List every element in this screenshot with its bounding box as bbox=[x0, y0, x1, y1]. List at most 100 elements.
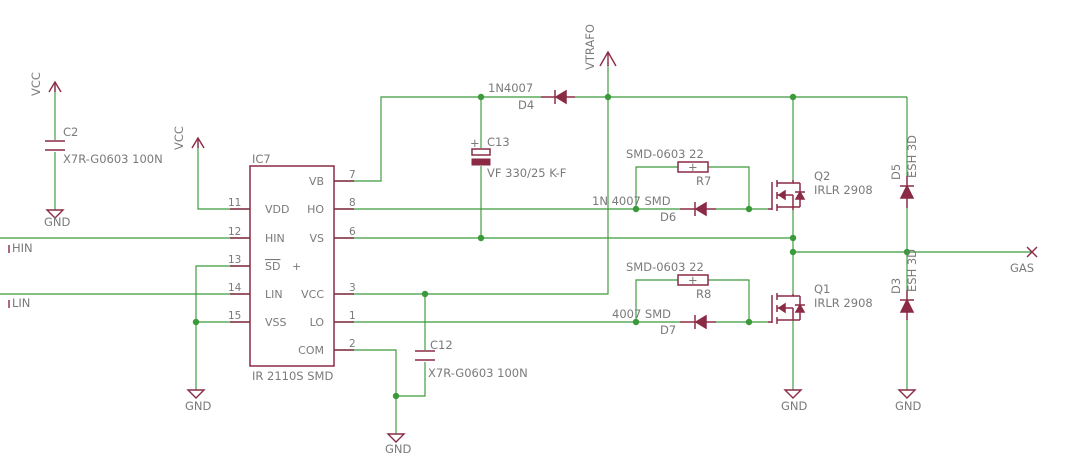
junction bbox=[745, 318, 753, 326]
pin-number: 7 bbox=[349, 169, 356, 181]
net-label-gnd: GND bbox=[185, 399, 212, 413]
pin-sd-label: SD bbox=[265, 260, 280, 273]
d3-value: ESH 3D bbox=[905, 249, 919, 292]
gnd-symbol-d3[interactable]: GND bbox=[895, 389, 922, 413]
pin-number: 6 bbox=[349, 226, 356, 238]
junction bbox=[789, 234, 797, 242]
q1-name: Q1 bbox=[814, 282, 830, 296]
net-label-vcc: VCC bbox=[29, 72, 43, 96]
wire-r7 bbox=[635, 166, 678, 209]
diode-d5[interactable]: D5 ESH 3D bbox=[889, 135, 919, 208]
capacitor-c2[interactable]: C2 X7R-G0603 100N bbox=[45, 125, 163, 166]
wire-vcc-vdd bbox=[197, 142, 250, 210]
pin-lo-label: LO bbox=[310, 316, 325, 329]
capacitor-c13[interactable]: + C13 VF 330/25 K-F bbox=[470, 135, 566, 180]
gnd-symbol-q1[interactable]: GND bbox=[781, 389, 808, 413]
net-label-gnd: GND bbox=[385, 442, 412, 456]
wire-c12-bottom bbox=[396, 362, 426, 397]
d6-name: D6 bbox=[660, 210, 676, 224]
diode-d6[interactable]: 1N 4007 SMD D6 bbox=[592, 194, 716, 224]
junction bbox=[789, 93, 797, 101]
junction bbox=[421, 290, 429, 298]
c13-value: VF 330/25 K-F bbox=[487, 166, 566, 180]
net-label-vcc: VCC bbox=[172, 126, 186, 150]
wire-vb bbox=[334, 96, 541, 182]
mosfet-q2[interactable]: Q2 IRLR 2908 bbox=[768, 169, 873, 211]
diode-icon bbox=[680, 314, 716, 330]
wire-r8-right bbox=[708, 279, 750, 322]
resistor-r8[interactable]: + SMD-0603 22 R8 bbox=[626, 260, 711, 301]
ic-ir2110[interactable]: IC7 IR 2110S SMD VB HO VS VCC LO COM VDD… bbox=[228, 152, 356, 383]
pin-number: 3 bbox=[349, 282, 356, 294]
junctions bbox=[192, 93, 911, 400]
pin-number: 11 bbox=[228, 197, 241, 209]
net-label-hin: HIN bbox=[12, 241, 33, 255]
diode-icon bbox=[680, 201, 716, 217]
junction bbox=[477, 234, 485, 242]
gnd-symbol-vss[interactable]: GND bbox=[185, 389, 212, 413]
net-label-gnd: GND bbox=[781, 399, 808, 413]
resistor-r7[interactable]: + SMD-0603 22 R7 bbox=[626, 147, 711, 188]
wire-com bbox=[334, 349, 397, 434]
electrolytic-capacitor-icon bbox=[471, 148, 491, 156]
net-label-gas: GAS bbox=[1010, 261, 1034, 275]
c13-name: C13 bbox=[487, 135, 510, 149]
q2-value: IRLR 2908 bbox=[814, 183, 873, 197]
junction bbox=[604, 93, 612, 101]
electrolytic-capacitor-plate-icon bbox=[471, 158, 491, 166]
q2-name: Q2 bbox=[814, 169, 830, 183]
c12-name: C12 bbox=[430, 338, 453, 352]
net-label-gnd: GND bbox=[44, 215, 71, 229]
net-label-vtrafo: VTRAFO bbox=[583, 24, 597, 70]
pin-number: 1 bbox=[349, 310, 356, 322]
d6-value: 1N 4007 SMD bbox=[592, 194, 671, 208]
net-hin[interactable]: HIN bbox=[8, 241, 33, 255]
pin-number: 12 bbox=[228, 226, 241, 238]
d5-value: ESH 3D bbox=[905, 135, 919, 178]
ground-icon bbox=[783, 389, 803, 399]
d4-name: D4 bbox=[518, 98, 534, 112]
junction bbox=[903, 248, 911, 256]
d7-value: 4007 SMD bbox=[612, 307, 671, 321]
pin-number: 14 bbox=[228, 282, 242, 294]
pin-number: 15 bbox=[228, 310, 241, 322]
ground-icon bbox=[45, 209, 65, 219]
r8-plus: + bbox=[688, 273, 698, 287]
diode-icon bbox=[541, 89, 575, 105]
pin-number: 13 bbox=[228, 254, 241, 266]
capacitor-c12[interactable]: C12 X7R-G0603 100N bbox=[415, 338, 528, 380]
r7-value: SMD-0603 22 bbox=[626, 147, 704, 161]
vcc-supply-vdd[interactable]: VCC bbox=[172, 126, 205, 150]
net-lin[interactable]: LIN bbox=[8, 296, 30, 310]
pin-vss-label: VSS bbox=[265, 316, 287, 329]
output-gas[interactable]: GAS bbox=[1010, 246, 1038, 275]
pin-vdd-label: VDD bbox=[265, 203, 289, 216]
vtrafo-supply[interactable]: VTRAFO bbox=[583, 24, 617, 70]
r7-name: R7 bbox=[696, 174, 711, 188]
mosfet-icon bbox=[768, 293, 806, 324]
ic-name: IC7 bbox=[252, 152, 271, 166]
pin-lin-label: LIN bbox=[265, 288, 283, 301]
wire-r8 bbox=[635, 279, 678, 322]
pin-hin-label: HIN bbox=[265, 232, 285, 245]
diode-d3[interactable]: D3 ESH 3D bbox=[889, 249, 919, 320]
gnd-symbol-c2[interactable]: GND bbox=[44, 209, 71, 229]
diode-d7[interactable]: 4007 SMD D7 bbox=[612, 307, 716, 337]
ground-icon bbox=[186, 389, 206, 399]
pin-com-label: COM bbox=[298, 344, 324, 357]
junction bbox=[632, 205, 640, 213]
vcc-supply-c2[interactable]: VCC bbox=[29, 72, 62, 96]
pin-vb-label: VB bbox=[309, 175, 324, 188]
pin-vs-label: VS bbox=[309, 232, 324, 245]
junction bbox=[632, 318, 640, 326]
mosfet-q1[interactable]: Q1 IRLR 2908 bbox=[768, 282, 873, 324]
gnd-symbol-com[interactable]: GND bbox=[385, 433, 412, 456]
wire-sd-vss-gnd bbox=[195, 265, 250, 390]
pin-ho-label: HO bbox=[307, 203, 324, 216]
net-label-lin: LIN bbox=[12, 296, 30, 310]
ground-icon bbox=[386, 433, 406, 443]
junction bbox=[192, 318, 200, 326]
diode-d4[interactable]: 1N4007 D4 bbox=[488, 81, 575, 112]
c2-name: C2 bbox=[63, 125, 78, 139]
